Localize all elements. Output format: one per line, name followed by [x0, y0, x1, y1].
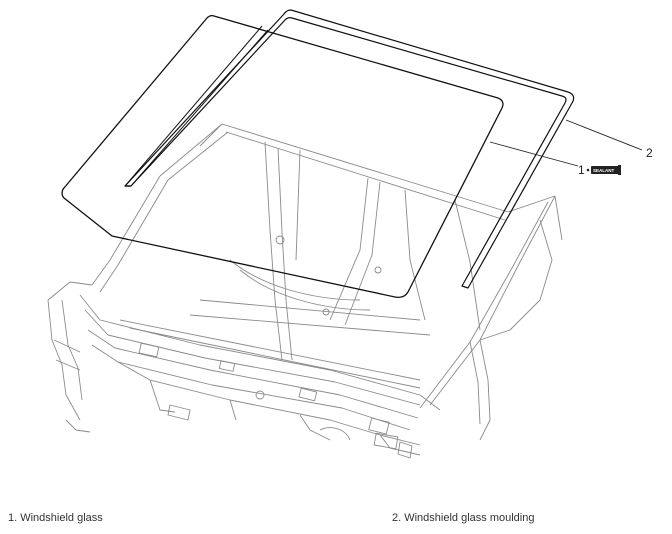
roof-side-rail-right — [507, 195, 556, 213]
callout-leaders — [489, 119, 643, 167]
roof-side-rail-left — [159, 123, 223, 177]
legend-item-windshield-glass: 1. Windshield glass — [8, 512, 103, 524]
callout-number-glass: 1 — [578, 163, 585, 177]
windshield-glass — [61, 14, 504, 298]
sealant-dot — [586, 168, 590, 172]
leader-line-glass — [489, 141, 579, 167]
sealant-label: SEALANT — [593, 168, 615, 173]
roof-front-rail — [221, 123, 509, 213]
glass-inner-strip-left — [124, 25, 263, 187]
a-pillar-right — [429, 195, 556, 406]
a-pillar-left — [91, 175, 161, 286]
callout-number-moulding: 2 — [646, 146, 653, 160]
front-structure-left — [47, 281, 93, 301]
b-pillar — [264, 141, 283, 361]
vehicle-body-frame — [47, 123, 563, 459]
leader-line-moulding — [565, 119, 643, 151]
legend-item-windshield-moulding: 2. Windshield glass moulding — [392, 512, 535, 524]
sealant-badge: SEALANT — [591, 165, 621, 175]
windshield-moulding — [124, 9, 575, 289]
front-structure-right — [479, 339, 491, 441]
cowl-panel — [79, 294, 441, 411]
